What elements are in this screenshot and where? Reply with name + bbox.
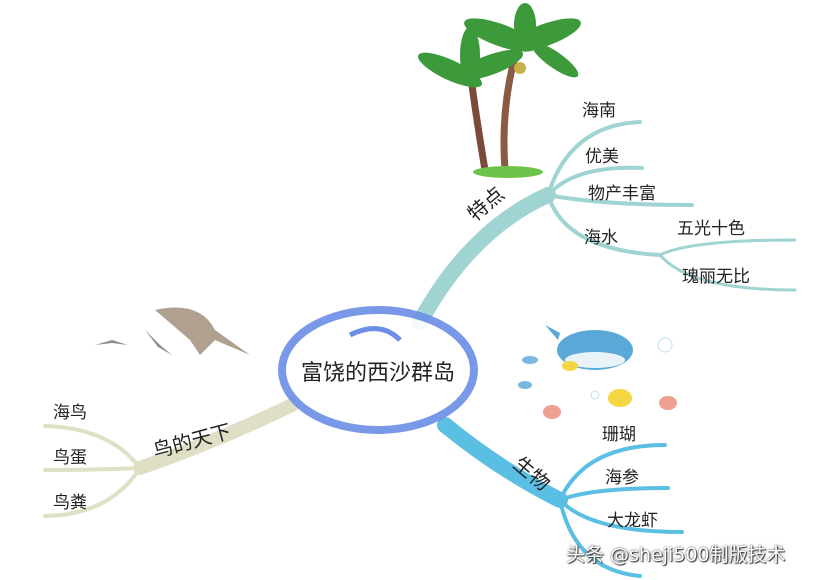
branch-features: [412, 120, 797, 330]
subtopic-coral[interactable]: 珊瑚: [602, 425, 636, 445]
subtopic-guano[interactable]: 鸟粪: [53, 493, 87, 513]
subtopic-sea-cucumber[interactable]: 海参: [605, 468, 639, 488]
subtopic-hainan[interactable]: 海南: [582, 101, 616, 121]
subtopic-beautiful[interactable]: 优美: [585, 147, 619, 167]
palm-tree-illustration: [417, 3, 581, 178]
central-topic[interactable]: 富饶的西沙群岛: [301, 361, 455, 386]
subtopic-seabirds[interactable]: 海鸟: [53, 403, 87, 423]
central-topic-bubble[interactable]: [278, 306, 478, 434]
seagull-illustration: [95, 307, 250, 355]
branch-creatures: [437, 417, 684, 578]
branch-birds: [43, 398, 299, 518]
subtopic-magnificent[interactable]: 瑰丽无比: [682, 267, 750, 287]
subtopic-rich-products[interactable]: 物产丰富: [588, 184, 656, 204]
subtopic-seawater[interactable]: 海水: [584, 228, 618, 248]
subtopic-bird-eggs[interactable]: 鸟蛋: [53, 448, 87, 468]
subtopic-lobster[interactable]: 大龙虾: [607, 511, 658, 531]
watermark: 头条 @sheji500制版技术: [566, 544, 786, 566]
sea-creatures-illustration: [518, 325, 677, 419]
subtopic-colorful[interactable]: 五光十色: [677, 219, 745, 239]
